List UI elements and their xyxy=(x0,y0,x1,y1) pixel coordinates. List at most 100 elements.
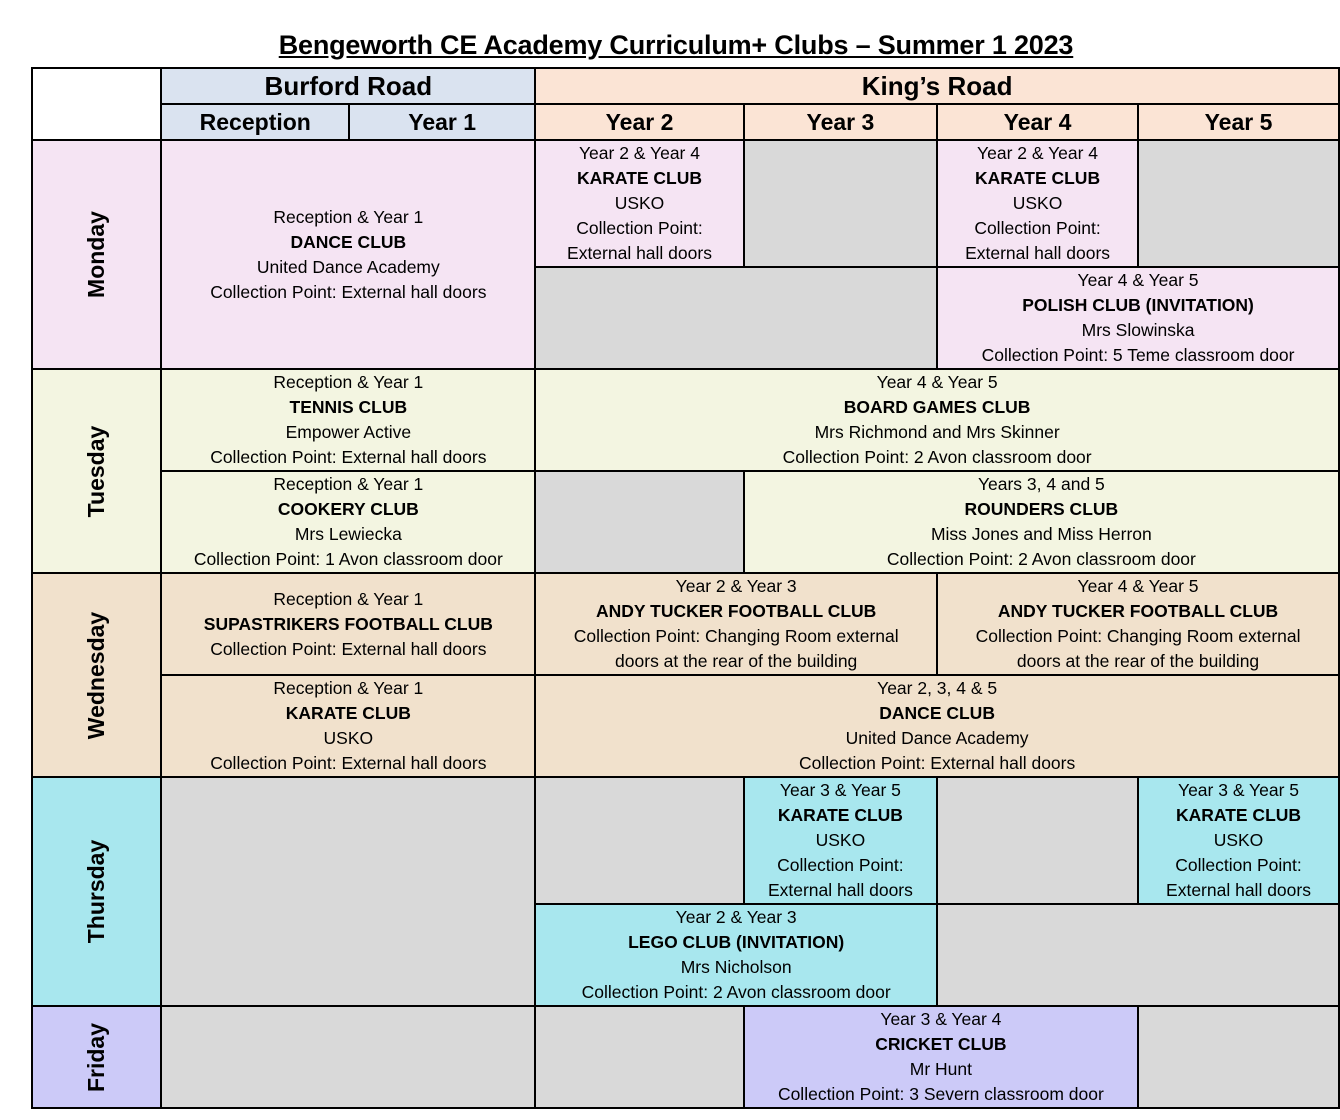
monday-row-2: Year 4 & Year 5 POLISH CLUB (INVITATION)… xyxy=(32,266,1340,370)
club-years: Year 2 & Year 4 xyxy=(977,143,1099,163)
club-name: KARATE CLUB xyxy=(777,805,903,825)
club-years: Year 2 & Year 3 xyxy=(675,907,797,927)
wednesday-row-1: Wednesday Reception & Year 1 SUPASTRIKER… xyxy=(30,572,1340,778)
empty-slot xyxy=(534,776,745,905)
club-name: COOKERY CLUB xyxy=(277,499,419,519)
club-name: ANDY TUCKER FOOTBALL CLUB xyxy=(997,601,1279,621)
club-cell-tue-board-games: Year 4 & Year 5 BOARD GAMES CLUB Mrs Ric… xyxy=(534,368,1340,472)
club-years: Reception & Year 1 xyxy=(273,588,424,609)
club-collection: External hall doors xyxy=(767,880,913,900)
club-collection: doors at the rear of the building xyxy=(1016,651,1260,671)
club-cell-wed-andy-tucker-y4-y5: Year 4 & Year 5 ANDY TUCKER FOOTBALL CLU… xyxy=(936,572,1340,676)
club-provider: USKO xyxy=(323,728,374,748)
empty-slot xyxy=(534,266,939,370)
year-header-row: Reception Year 1 Year 2 Year 3 Year 4 Ye… xyxy=(32,103,1340,141)
day-label-monday: Monday xyxy=(30,139,163,370)
club-collection: Collection Point: 2 Avon classroom door xyxy=(886,549,1196,569)
club-years: Reception & Year 1 xyxy=(273,474,424,494)
wednesday-row-2: Reception & Year 1 KARATE CLUB USKO Coll… xyxy=(32,674,1340,778)
site-header-kings: King’s Road xyxy=(534,67,1340,105)
club-years: Year 4 & Year 5 xyxy=(1077,576,1199,596)
club-years: Year 2 & Year 3 xyxy=(675,576,797,596)
empty-slot xyxy=(1137,1005,1340,1109)
club-provider: United Dance Academy xyxy=(256,256,440,277)
day-text: Wednesday xyxy=(83,611,110,739)
club-cell-thu-karate-y3: Year 3 & Year 5 KARATE CLUB USKO Collect… xyxy=(742,776,939,905)
club-collection: External hall doors xyxy=(1166,880,1311,900)
club-provider: USKO xyxy=(1213,830,1264,850)
thursday-row-2: Year 2 & Year 3 LEGO CLUB (INVITATION) M… xyxy=(32,903,1340,1007)
thursday-row-1: Thursday Year 3 & Year 5 KARATE CLUB USK… xyxy=(30,776,1340,1007)
year-header-year-4: Year 4 xyxy=(936,103,1140,141)
club-years: Reception & Year 1 xyxy=(273,678,424,698)
club-cell-tue-rounders: Years 3, 4 and 5 ROUNDERS CLUB Miss Jone… xyxy=(742,470,1340,574)
club-name: TENNIS CLUB xyxy=(289,397,408,417)
club-collection: Collection Point: External hall doors xyxy=(798,753,1076,773)
club-years: Year 4 & Year 5 xyxy=(876,372,998,392)
empty-slot xyxy=(160,776,537,1007)
club-name: BOARD GAMES CLUB xyxy=(843,397,1031,417)
club-provider: United Dance Academy xyxy=(845,728,1029,748)
tuesday-row-2: Reception & Year 1 COOKERY CLUB Mrs Lewi… xyxy=(32,470,1340,574)
day-label-tuesday: Tuesday xyxy=(30,368,163,574)
year-header-reception: Reception xyxy=(160,103,351,141)
day-text: Thursday xyxy=(83,839,110,944)
club-collection: Collection Point: 2 Avon classroom door xyxy=(782,447,1092,467)
club-years: Year 2 & Year 4 xyxy=(578,143,700,163)
club-collection: External hall doors xyxy=(567,243,712,263)
year-header-year-5: Year 5 xyxy=(1137,103,1340,141)
club-collection: Collection Point: xyxy=(777,855,904,875)
day-text: Monday xyxy=(83,211,110,298)
club-name: DANCE CLUB xyxy=(290,231,407,252)
tuesday-row-1: Tuesday Reception & Year 1 TENNIS CLUB E… xyxy=(30,368,1340,574)
club-years: Year 4 & Year 5 xyxy=(1077,270,1199,290)
club-provider: Mrs Lewiecka xyxy=(294,524,402,544)
club-collection: Collection Point: 2 Avon classroom door xyxy=(581,982,891,1002)
club-cell-mon-karate-y2: Year 2 & Year 4 KARATE CLUB USKO Collect… xyxy=(534,139,745,268)
club-provider: Mr Hunt xyxy=(909,1059,972,1079)
clubs-timetable: Burford Road King’s Road Reception Year … xyxy=(30,67,1340,1109)
club-name: DANCE CLUB xyxy=(879,703,995,723)
club-name: SUPASTRIKERS FOOTBALL CLUB xyxy=(203,613,493,634)
club-name: LEGO CLUB (INVITATION) xyxy=(628,932,845,952)
club-collection: Collection Point: 3 Severn classroom doo… xyxy=(777,1084,1104,1104)
club-years: Year 3 & Year 5 xyxy=(1178,780,1299,800)
club-cell-wed-dance: Year 2, 3, 4 & 5 DANCE CLUB United Dance… xyxy=(534,674,1340,778)
empty-slot xyxy=(1137,139,1340,268)
club-cell-mon-polish: Year 4 & Year 5 POLISH CLUB (INVITATION)… xyxy=(936,266,1340,370)
empty-slot xyxy=(534,470,745,574)
club-provider: USKO xyxy=(1012,193,1063,213)
club-years: Year 3 & Year 5 xyxy=(779,780,901,800)
club-provider: Mrs Slowinska xyxy=(1081,320,1195,340)
club-name: ANDY TUCKER FOOTBALL CLUB xyxy=(596,601,877,621)
corner-cell xyxy=(30,67,163,141)
year-header-year-3: Year 3 xyxy=(742,103,939,141)
club-cell-thu-lego: Year 2 & Year 3 LEGO CLUB (INVITATION) M… xyxy=(534,903,939,1007)
club-collection: Collection Point: 5 Teme classroom door xyxy=(981,345,1295,365)
club-name: KARATE CLUB xyxy=(576,168,703,188)
club-provider: Mrs Nicholson xyxy=(680,957,792,977)
site-header-row: Burford Road King’s Road xyxy=(30,67,1340,141)
club-collection: doors at the rear of the building xyxy=(615,651,858,671)
club-years: Reception & Year 1 xyxy=(273,372,424,392)
club-provider: Mrs Richmond and Mrs Skinner xyxy=(814,422,1060,442)
year-header-year-1: Year 1 xyxy=(348,103,537,141)
club-cell-thu-karate-y5: Year 3 & Year 5 KARATE CLUB USKO Collect… xyxy=(1137,776,1340,905)
club-collection: Collection Point: External hall doors xyxy=(210,281,487,302)
club-collection: Collection Point: xyxy=(1175,855,1302,875)
club-cell-fri-cricket: Year 3 & Year 4 CRICKET CLUB Mr Hunt Col… xyxy=(742,1005,1140,1109)
club-name: KARATE CLUB xyxy=(1175,805,1302,825)
club-cell-mon-karate-y4: Year 2 & Year 4 KARATE CLUB USKO Collect… xyxy=(936,139,1140,268)
day-text: Tuesday xyxy=(83,425,110,517)
club-cell-tue-tennis: Reception & Year 1 TENNIS CLUB Empower A… xyxy=(160,368,537,472)
club-cell-tue-cookery: Reception & Year 1 COOKERY CLUB Mrs Lewi… xyxy=(160,470,537,574)
day-text: Friday xyxy=(83,1022,110,1092)
club-collection: Collection Point: xyxy=(974,218,1101,238)
club-name: CRICKET CLUB xyxy=(875,1034,1007,1054)
club-collection: Collection Point: External hall doors xyxy=(210,753,487,773)
day-label-friday: Friday xyxy=(30,1005,163,1109)
club-years: Year 2, 3, 4 & 5 xyxy=(877,678,998,698)
monday-row-1: Monday Reception & Year 1 DANCE CLUB Uni… xyxy=(30,139,1340,370)
club-cell-wed-andy-tucker-y2-y3: Year 2 & Year 3 ANDY TUCKER FOOTBALL CLU… xyxy=(534,572,939,676)
club-years: Year 3 & Year 4 xyxy=(880,1009,1002,1029)
